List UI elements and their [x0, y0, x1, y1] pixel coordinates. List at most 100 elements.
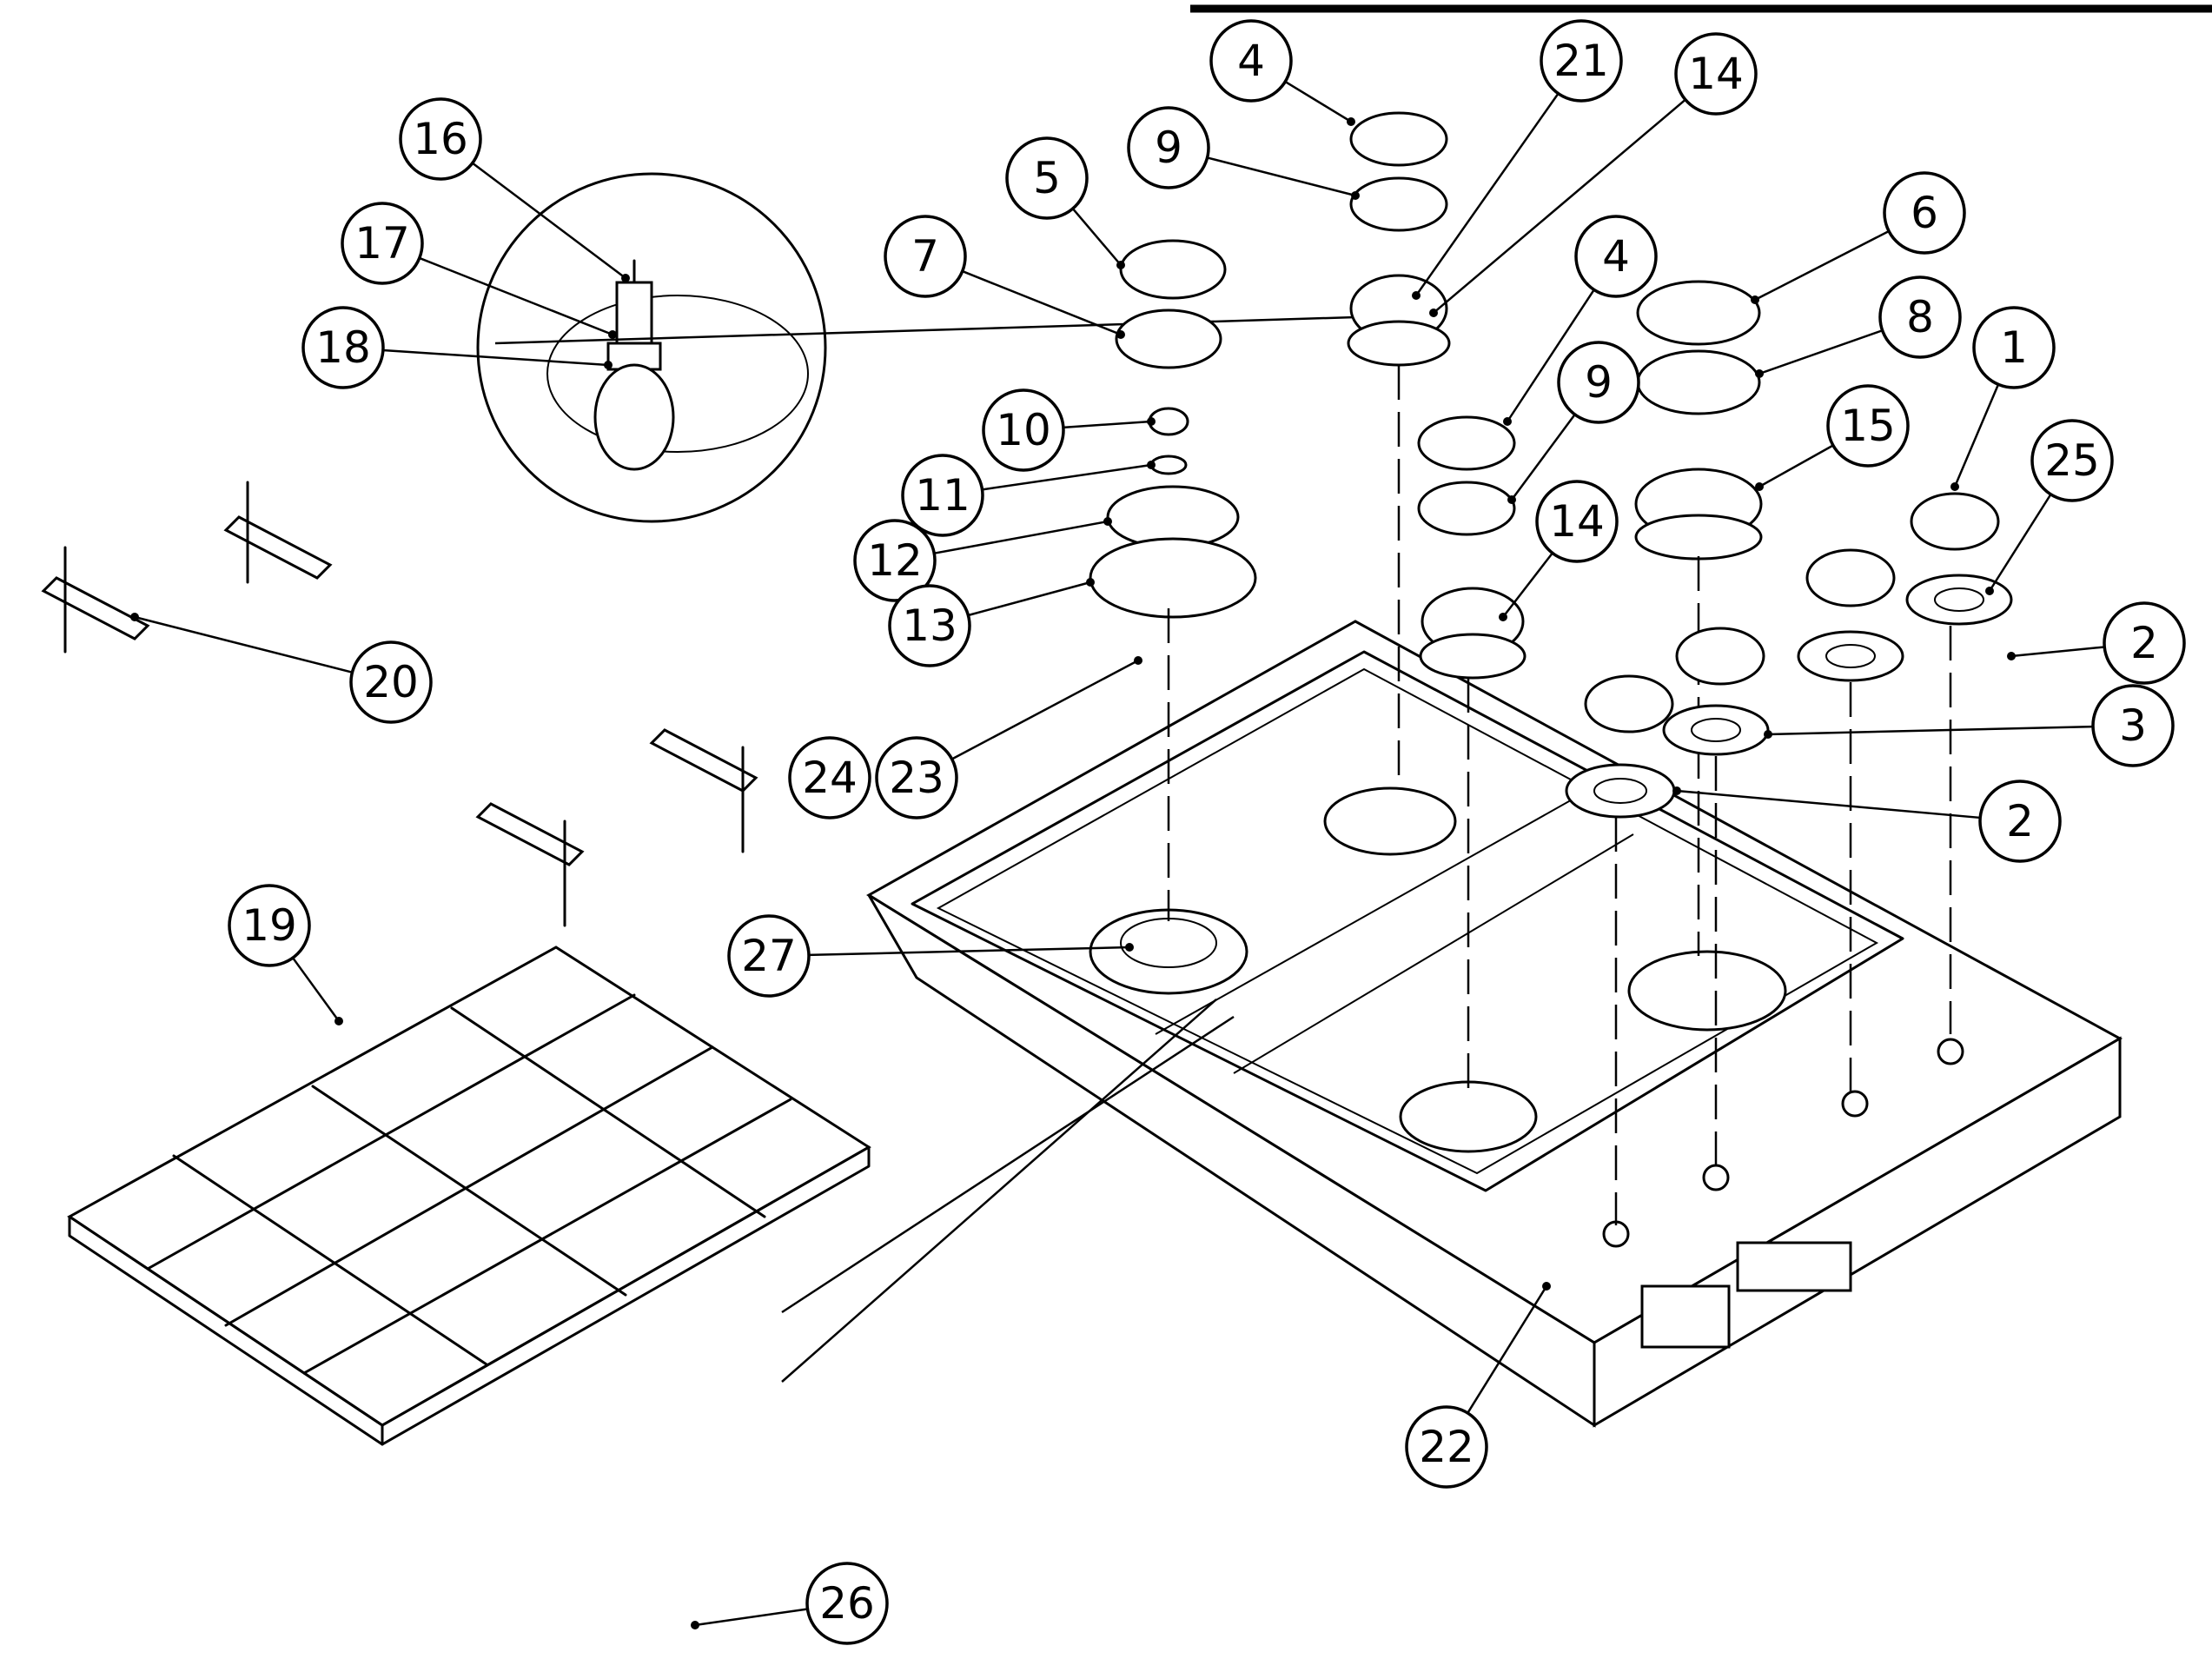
callout-leader	[134, 615, 353, 674]
callout-circle	[1540, 19, 1623, 103]
burner-stack-center	[1347, 111, 1527, 1095]
callout-leader	[1207, 156, 1356, 197]
callout-label: 7	[911, 231, 939, 282]
callout-leader-tip	[1672, 786, 1681, 795]
callout-leader-tip	[334, 1017, 343, 1025]
callout-label: 11	[915, 470, 970, 521]
callout-leader-tip	[1755, 482, 1764, 491]
callout-label: 15	[1840, 401, 1896, 451]
callout-leader	[1758, 444, 1834, 488]
callout-circle	[853, 519, 937, 602]
callout-leader	[1414, 92, 1560, 296]
callout-leader	[382, 348, 609, 367]
callout-circle	[1574, 215, 1658, 298]
callout-leader	[808, 946, 1130, 957]
callout-label: 8	[1906, 292, 1934, 342]
callout-circle	[1557, 341, 1640, 424]
callout-label: 4	[1237, 36, 1265, 86]
callout-leader-tip	[1103, 517, 1112, 526]
callout-circle	[1978, 780, 2062, 863]
callout-circle	[1883, 171, 1966, 255]
callout-label: 26	[819, 1578, 875, 1629]
callout-leader	[1758, 329, 1884, 375]
callout-leader-tip	[2007, 652, 2016, 660]
callout-label: 19	[242, 900, 297, 951]
callout-leader-tip	[1503, 417, 1512, 426]
callout-circle	[982, 388, 1065, 472]
callout-leader	[1754, 229, 1890, 302]
callout-circle	[1005, 136, 1089, 220]
callout-leader-tip	[1351, 191, 1360, 200]
callout-label: 2	[2130, 618, 2158, 668]
callout-leader-tip	[1985, 587, 1994, 595]
callout-leader-tip	[1086, 578, 1095, 587]
callout-circle	[228, 884, 311, 967]
callout-leader-tip	[1755, 369, 1764, 378]
callout-label: 16	[413, 114, 468, 164]
callout-label: 20	[363, 657, 419, 707]
callout-leader	[694, 1608, 808, 1627]
callout-label: 9	[1585, 357, 1613, 408]
callout-circle	[727, 914, 811, 998]
callout-circle	[788, 736, 871, 820]
callout-leader-tip	[604, 361, 613, 369]
callout-circle	[399, 97, 482, 181]
callout-label: 13	[902, 601, 957, 651]
callout-leader	[962, 269, 1122, 336]
callout-circle	[875, 736, 958, 820]
callout-leader-tip	[1147, 461, 1156, 469]
callout-circle	[301, 306, 385, 389]
callout-leader-tip	[1147, 417, 1156, 426]
callout-leader-tip	[608, 330, 617, 339]
callout-leader	[419, 256, 613, 336]
callout-label: 21	[1553, 36, 1609, 86]
callout-leader-tip	[1751, 295, 1759, 304]
callout-circle	[349, 640, 433, 724]
callout-leader	[951, 659, 1139, 760]
callout-circle	[2030, 419, 2114, 502]
callout-label: 4	[1602, 231, 1630, 282]
callout-leader-tip	[1134, 656, 1142, 665]
callout-circle	[1405, 1405, 1488, 1489]
callout-label: 22	[1419, 1422, 1474, 1472]
callout-leader-tip	[1429, 309, 1438, 317]
callout-circle	[888, 584, 971, 667]
callout-label: 25	[2044, 435, 2100, 486]
callout-leader-tip	[691, 1621, 699, 1629]
callout-circle	[1209, 19, 1293, 103]
callout-circle	[1674, 32, 1758, 116]
callout-leader	[1988, 494, 2052, 592]
burner-stack-left	[1089, 239, 1257, 921]
igniter-detail-inset	[476, 172, 1356, 523]
callout-leader	[1510, 414, 1576, 501]
callout-leader-tip	[1950, 482, 1959, 491]
callout-leader	[1433, 98, 1686, 314]
callout-label: 3	[2119, 700, 2147, 751]
leader-lines	[781, 999, 1235, 1383]
callout-leader	[292, 957, 341, 1022]
callout-label: 12	[867, 535, 923, 586]
callout-circle	[884, 215, 967, 298]
callout-label: 5	[1033, 153, 1061, 203]
callout-circle	[901, 454, 984, 537]
callout-leader	[1676, 789, 1981, 820]
callout-leader	[2010, 646, 2105, 658]
cooktop-chassis	[866, 620, 2123, 1428]
callout-label: 23	[889, 753, 944, 803]
callout-leader	[1071, 208, 1122, 266]
callout-circle	[1127, 106, 1210, 189]
callout-label: 17	[354, 218, 410, 269]
callout-leader	[1063, 420, 1152, 429]
callout-circle	[341, 202, 424, 285]
callout-circle	[1972, 306, 2056, 389]
callout-leader	[934, 520, 1109, 554]
callout-label: 18	[315, 322, 371, 373]
callout-leader-tip	[1542, 1282, 1551, 1291]
grate-bracket-group	[41, 481, 758, 927]
callout-label: 27	[741, 931, 797, 981]
callout-label: 2	[2006, 796, 2034, 846]
control-knobs	[1565, 492, 2013, 1225]
callout-circle	[2103, 601, 2186, 685]
callout-leader	[1467, 1285, 1548, 1414]
callout-leader-tip	[1764, 730, 1772, 739]
